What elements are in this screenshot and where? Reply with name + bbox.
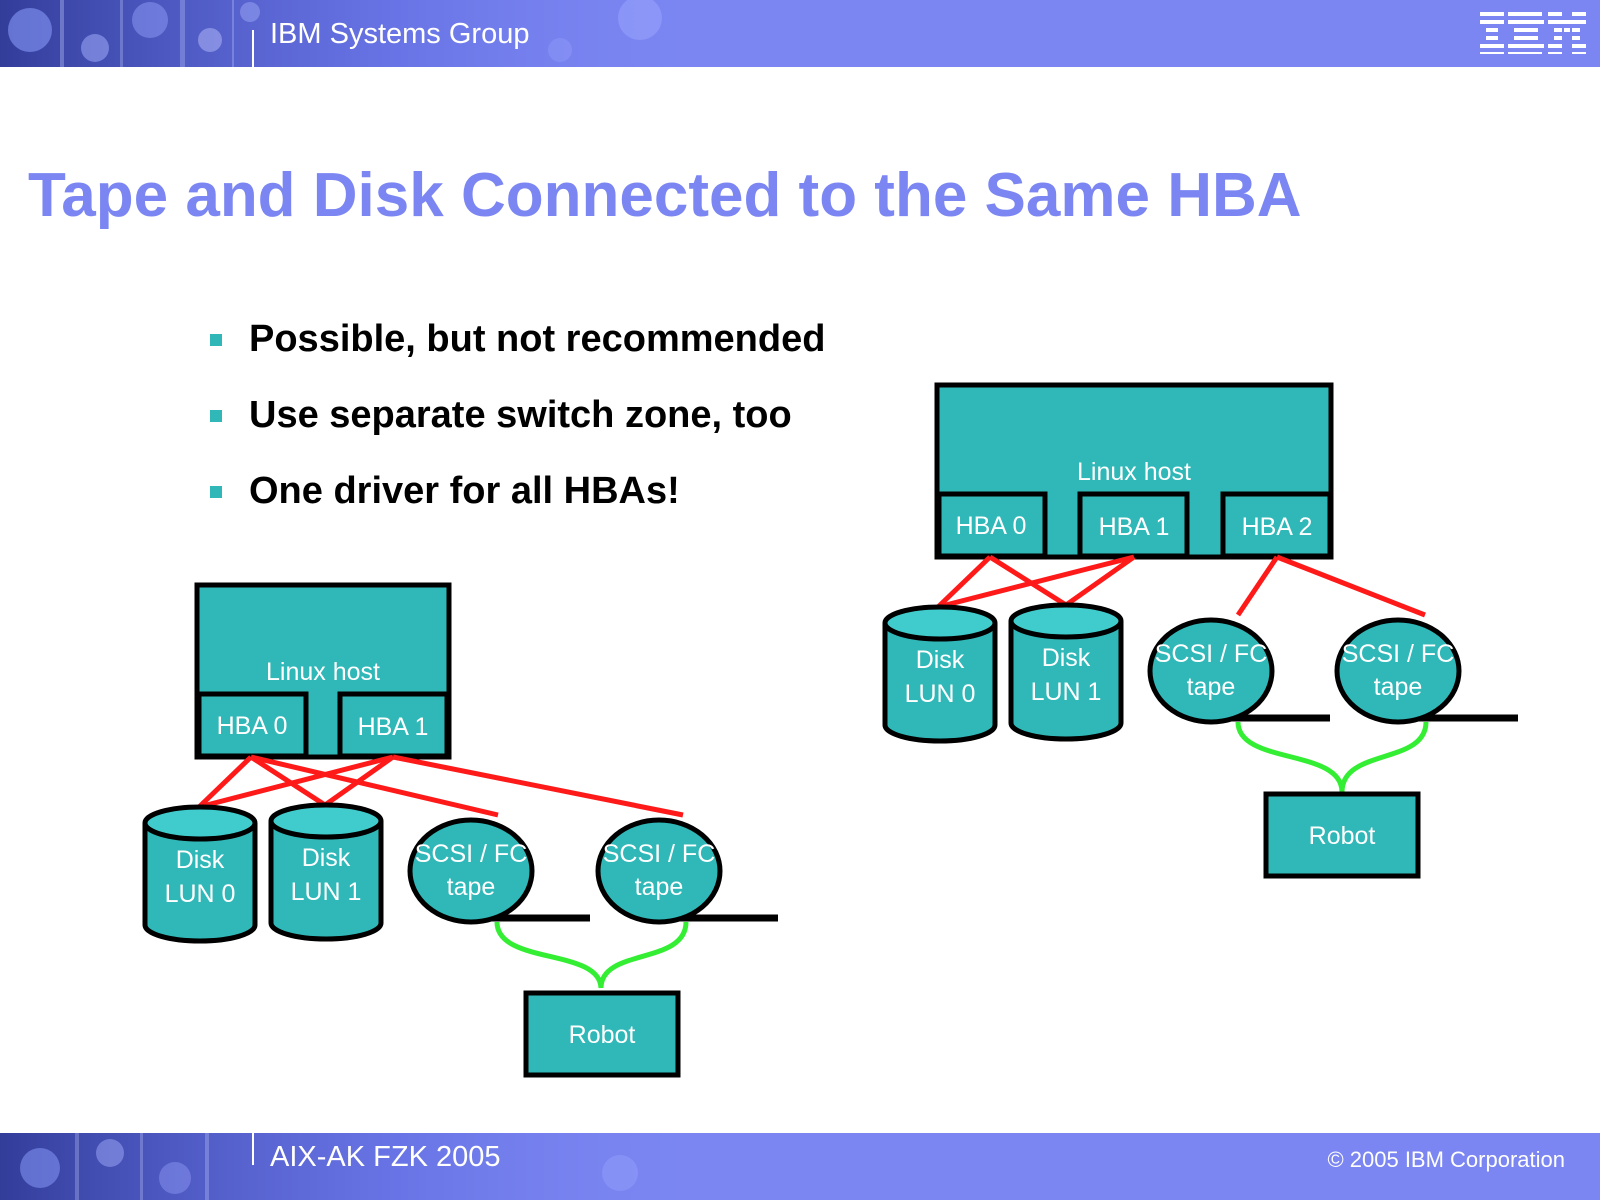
footer-decoration [0,1133,720,1200]
header-decoration [0,0,720,67]
disk-label: LUN 0 [905,680,976,708]
header-title: IBM Systems Group [270,18,530,50]
ibm-logo [1480,12,1586,54]
disk-lun-0: Disk LUN 0 [142,804,258,944]
tape-label: SCSI / FC [603,840,716,868]
robot-link [494,921,604,989]
header-separator [252,30,254,67]
footer-band [0,1133,1600,1200]
linux-host-label: Linux host [1077,458,1191,486]
diagram-left: Linux host HBA 0 HBA 1 Disk LUN 0 Disk L… [142,582,778,1078]
hba-label: HBA 1 [1099,513,1170,541]
bullet-text: Use separate switch zone, too [249,394,792,436]
disk-label: LUN 0 [165,880,236,908]
disk-label: LUN 1 [1031,678,1102,706]
fc-links [197,754,684,818]
tape-label: SCSI / FC [1342,640,1455,668]
robot-link [1235,721,1345,793]
bullet-list: Possible, but not recommended Use separa… [208,318,825,546]
tape-drive: SCSI / FC tape [1334,617,1518,725]
disk-label: Disk [302,844,351,872]
page-title: Tape and Disk Connected to the Same HBA [28,161,1302,230]
tape-drive: SCSI / FC tape [407,817,590,925]
hba-box [196,691,309,759]
bullet-item: Use separate switch zone, too [208,394,825,470]
tape-label: tape [1187,673,1236,701]
robot-label: Robot [1309,822,1376,850]
robot-link [598,921,689,989]
robot-link [1339,721,1429,793]
hba-box [1077,491,1190,559]
bullet-item: Possible, but not recommended [208,318,825,394]
robot-label: Robot [569,1021,636,1049]
hba-label: HBA 2 [1242,513,1313,541]
robot-box [523,990,681,1078]
bullet-square-icon [210,334,222,346]
diagram-right: Linux host HBA 0 HBA 1 HBA 2 Disk LUN 0 … [882,382,1518,879]
disk-label: Disk [916,646,965,674]
hba-label: HBA 0 [956,512,1027,540]
header-band [0,0,1600,67]
tape-label: tape [635,873,684,901]
hba-box [1220,491,1333,559]
disk-label: Disk [176,846,225,874]
tape-drive: SCSI / FC tape [1147,617,1330,725]
linux-host-label: Linux host [266,658,380,686]
tape-label: SCSI / FC [1155,640,1268,668]
bullet-text: One driver for all HBAs! [249,470,680,512]
fc-links [936,554,1426,618]
tape-label: tape [1374,673,1423,701]
bullet-square-icon [210,410,222,422]
disk-lun-1: Disk LUN 1 [268,802,384,942]
disk-label: Disk [1042,644,1091,672]
hba-label: HBA 0 [217,712,288,740]
disk-lun-1: Disk LUN 1 [1008,602,1124,742]
bullet-square-icon [210,486,222,498]
footer-copyright: © 2005 IBM Corporation [1327,1147,1565,1172]
robot-box [1263,791,1421,879]
hba-label: HBA 1 [358,713,429,741]
bullet-text: Possible, but not recommended [249,318,826,360]
tape-drive: SCSI / FC tape [595,817,778,925]
tape-label: tape [447,873,496,901]
bullet-item: One driver for all HBAs! [208,470,825,546]
disk-label: LUN 1 [291,878,362,906]
footer-event: AIX-AK FZK 2005 [270,1141,501,1173]
tape-label: SCSI / FC [415,840,528,868]
footer-separator [252,1133,254,1165]
hba-box [936,491,1048,559]
disk-lun-0: Disk LUN 0 [882,604,998,744]
